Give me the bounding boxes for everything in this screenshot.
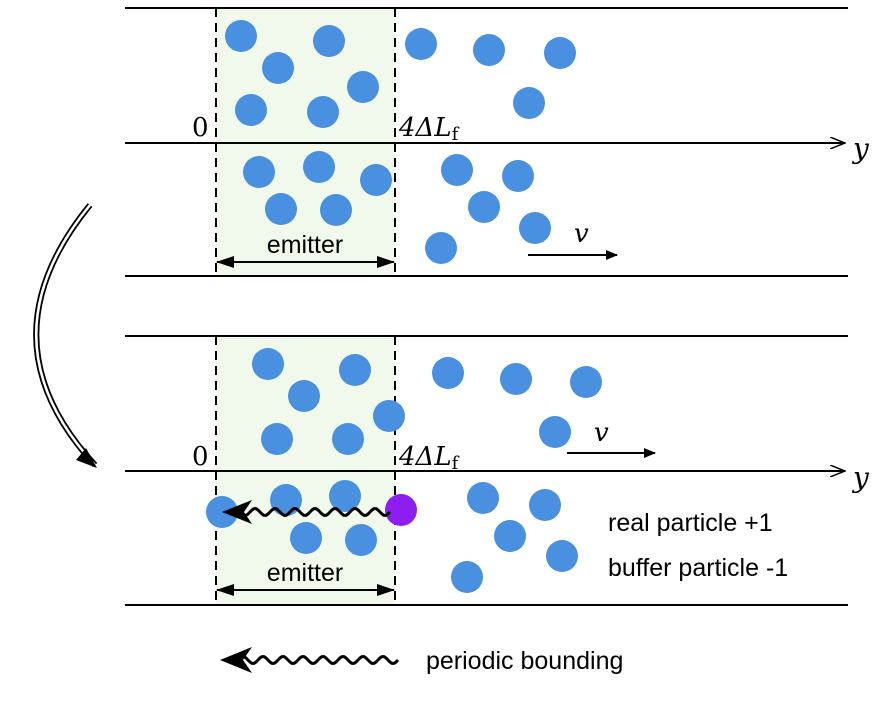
particle	[544, 37, 576, 69]
particle	[288, 380, 320, 412]
particle	[513, 87, 545, 119]
particle	[373, 400, 405, 432]
emitter-label: emitter	[267, 231, 343, 259]
particle	[468, 191, 500, 223]
particle	[339, 354, 371, 386]
particle	[451, 561, 483, 593]
particle	[546, 540, 578, 572]
particle	[329, 480, 361, 512]
particle	[360, 164, 392, 196]
particle	[243, 156, 275, 188]
particle	[494, 520, 526, 552]
particle	[519, 212, 551, 244]
velocity-label: v	[594, 418, 609, 448]
axis-label: y	[851, 461, 870, 494]
emitter-label: emitter	[267, 559, 343, 587]
emitter-end-label: 4ΔLf	[398, 442, 460, 474]
bottom-panel: 0 4ΔLf y v emitter real particle +1 buff…	[125, 335, 870, 606]
particle	[473, 34, 505, 66]
top-panel: 0 4ΔLf y v emitter	[125, 7, 870, 277]
origin-label: 0	[192, 442, 209, 472]
particle	[320, 194, 352, 226]
periodic-label: periodic bounding	[426, 647, 623, 675]
particle	[235, 94, 267, 126]
velocity-label: v	[574, 219, 589, 249]
particle	[405, 28, 437, 60]
buffer-particle	[385, 494, 417, 526]
particle	[307, 96, 339, 128]
particle	[261, 423, 293, 455]
particle	[347, 71, 379, 103]
periodic-wavy-arrow	[238, 507, 392, 517]
particle	[432, 357, 464, 389]
legend: periodic bounding	[220, 647, 623, 675]
particles	[206, 348, 602, 593]
particle	[539, 416, 571, 448]
particle	[345, 524, 377, 556]
periodic-wavy-arrow	[239, 655, 400, 665]
wavy-arrow-head	[222, 500, 252, 524]
particle	[500, 363, 532, 395]
axis-label: y	[851, 132, 870, 165]
buffer-particle-note: buffer particle -1	[608, 554, 788, 582]
particle	[467, 482, 499, 514]
particle	[441, 154, 473, 186]
particle	[425, 232, 457, 264]
particle	[290, 522, 322, 554]
particle	[332, 423, 364, 455]
particle	[262, 52, 294, 84]
particle	[225, 20, 257, 52]
particles	[225, 20, 576, 264]
origin-label: 0	[192, 113, 209, 143]
transition-arrow	[33, 203, 98, 468]
particle	[570, 366, 602, 398]
particle	[502, 160, 534, 192]
wavy-arrow-head	[220, 647, 252, 673]
particle	[529, 489, 561, 521]
particle	[252, 348, 284, 380]
emitter-end-label: 4ΔLf	[398, 113, 460, 145]
real-particle-note: real particle +1	[608, 509, 773, 537]
particle	[303, 151, 335, 183]
particle	[265, 193, 297, 225]
particle	[313, 25, 345, 57]
